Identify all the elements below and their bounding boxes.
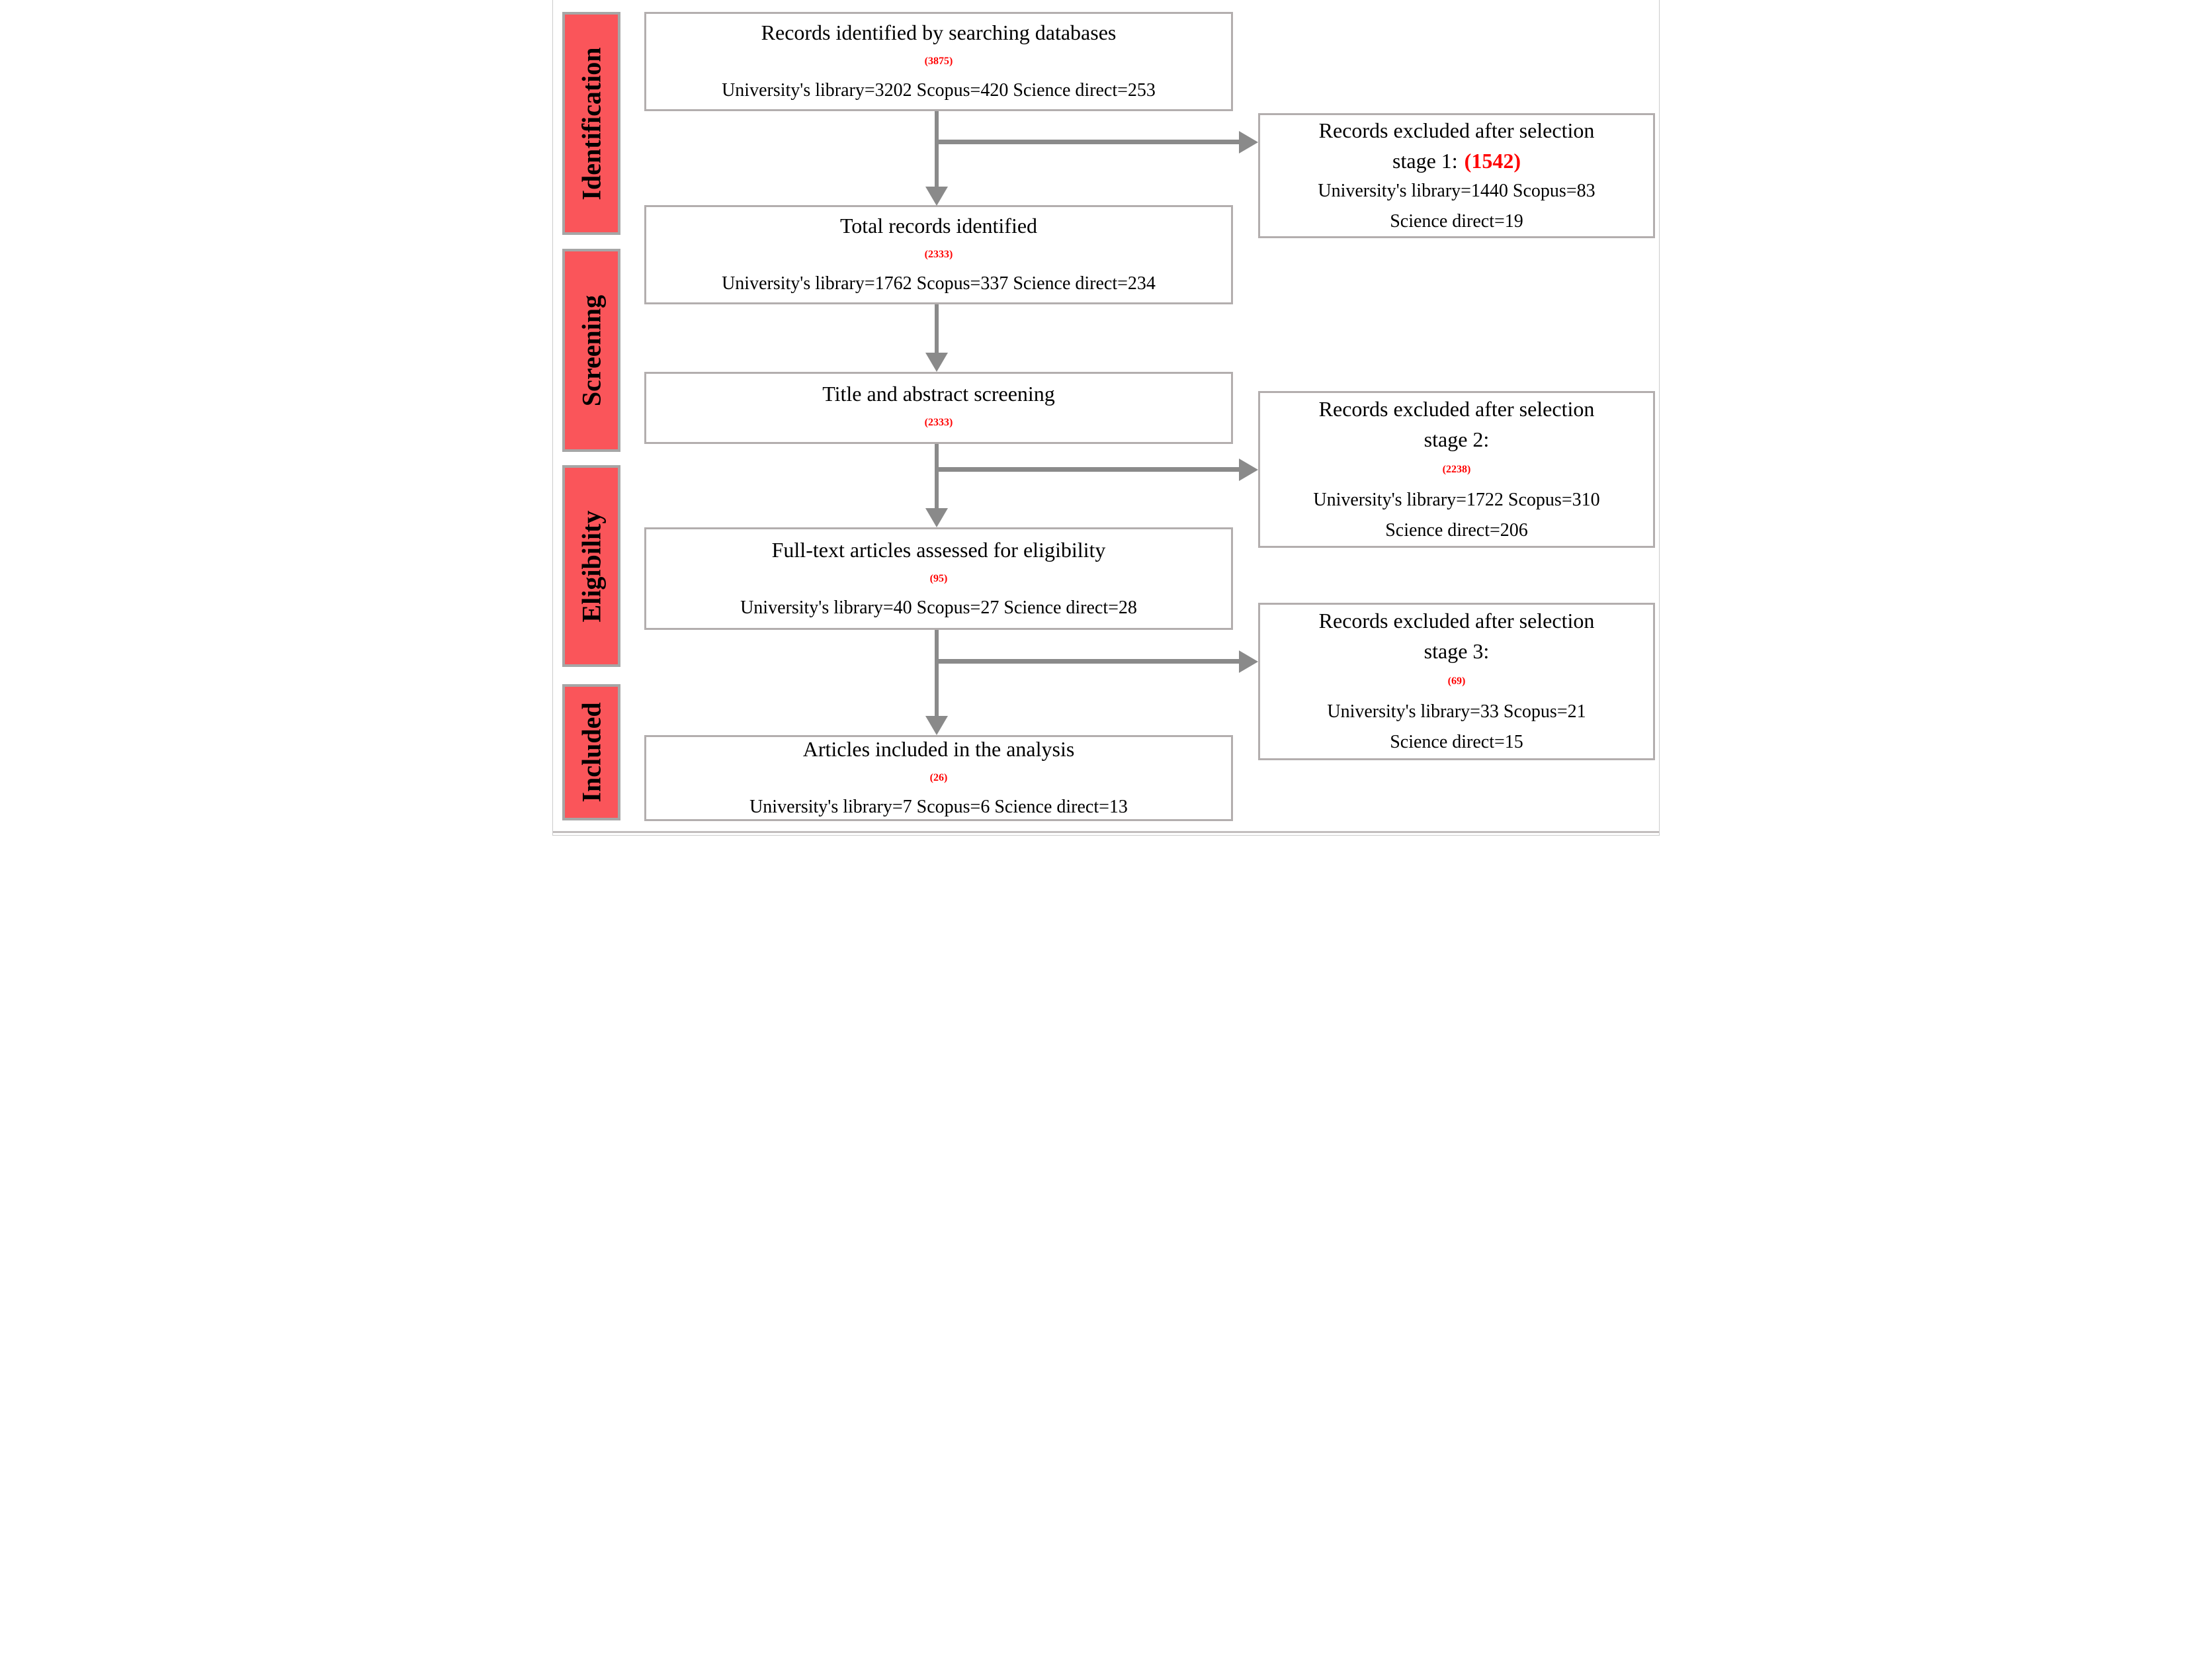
box-title-abstract-screening: Title and abstract screening (2333)	[644, 372, 1233, 444]
box-excluded-stage-2-stageline: stage 2:	[1424, 427, 1490, 451]
arrowhead-to-excluded-2	[1239, 459, 1258, 481]
arrow-line-to-excluded-3	[935, 659, 1240, 664]
prisma-flow-diagram: Identification Screening Eligibility Inc…	[552, 0, 1660, 836]
box-articles-included-count: (26)	[929, 772, 948, 783]
box-fulltext-assessed-count: (95)	[929, 572, 948, 584]
box-records-identified-title: Records identified by searching database…	[761, 21, 1117, 44]
box-excluded-stage-1-count: (1542)	[1464, 148, 1521, 173]
box-total-records-title: Total records identified	[839, 214, 1038, 238]
arrow-line-to-excluded-1	[935, 140, 1240, 144]
box-excluded-stage-3: Records excluded after selection stage 3…	[1258, 603, 1655, 760]
box-total-records-count: (2333)	[924, 249, 953, 260]
box-records-identified-count: (3875)	[924, 56, 953, 67]
box-fulltext-assessed-title: Full-text articles assessed for eligibil…	[771, 537, 1106, 562]
arrow-line-screening-to-fulltext	[935, 444, 939, 509]
box-excluded-stage-3-detail2: Science direct=15	[1390, 732, 1523, 752]
box-excluded-stage-1-detail1: University's library=1440 Scopus=83	[1318, 180, 1595, 201]
stage-label-included-text: Included	[576, 702, 607, 803]
box-excluded-stage-2-detail1: University's library=1722 Scopus=310	[1313, 489, 1600, 510]
arrowhead-to-excluded-3	[1239, 650, 1258, 673]
arrowhead-screening-to-fulltext	[925, 508, 948, 527]
arrow-line-to-excluded-2	[935, 467, 1240, 472]
box-excluded-stage-1-stageline: stage 1:(1542)	[1260, 146, 1653, 176]
box-excluded-stage-2-detail2: Science direct=206	[1385, 519, 1528, 541]
box-total-records-detail: University's library=1762 Scopus=337 Sci…	[722, 273, 1156, 294]
box-articles-included: Articles included in the analysis (26) U…	[644, 735, 1233, 821]
arrow-line-fulltext-to-included	[935, 630, 939, 717]
arrow-line-identified-to-total	[935, 111, 939, 187]
box-excluded-stage-1-stage: stage 1:	[1392, 148, 1458, 173]
arrowhead-identified-to-total	[925, 187, 948, 206]
box-excluded-stage-3-detail1: University's library=33 Scopus=21	[1327, 701, 1586, 722]
box-title-abstract-screening-count: (2333)	[924, 416, 953, 428]
stage-label-screening: Screening	[562, 249, 620, 452]
stage-label-eligibility: Eligibility	[562, 465, 620, 667]
stage-label-identification: Identification	[562, 12, 620, 235]
box-articles-included-title: Articles included in the analysis	[802, 737, 1075, 761]
box-excluded-stage-2-count: (2238)	[1442, 463, 1471, 475]
arrowhead-to-excluded-1	[1239, 131, 1258, 154]
box-excluded-stage-3-stageline: stage 3:	[1424, 639, 1490, 663]
box-excluded-stage-3-title: Records excluded after selection	[1318, 609, 1595, 633]
box-excluded-stage-3-count: (69)	[1447, 676, 1466, 687]
box-title-abstract-screening-title: Title and abstract screening	[822, 381, 1055, 406]
box-excluded-stage-1: Records excluded after selection stage 1…	[1258, 113, 1655, 238]
box-records-identified: Records identified by searching database…	[644, 12, 1233, 111]
stage-label-included: Included	[562, 684, 620, 820]
arrowhead-total-to-screening	[925, 353, 948, 372]
bottom-border-rule	[553, 831, 1659, 833]
box-excluded-stage-2-title: Records excluded after selection	[1318, 396, 1595, 421]
box-articles-included-detail: University's library=7 Scopus=6 Science …	[749, 797, 1128, 817]
stage-label-screening-text: Screening	[576, 294, 607, 406]
box-excluded-stage-1-title: Records excluded after selection	[1318, 118, 1595, 142]
box-records-identified-detail: University's library=3202 Scopus=420 Sci…	[722, 80, 1156, 101]
stage-label-identification-text: Identification	[576, 46, 607, 200]
stage-label-eligibility-text: Eligibility	[576, 510, 607, 622]
box-fulltext-assessed-detail: University's library=40 Scopus=27 Scienc…	[740, 597, 1137, 618]
arrowhead-fulltext-to-included	[925, 716, 948, 735]
box-excluded-stage-2: Records excluded after selection stage 2…	[1258, 391, 1655, 548]
box-total-records: Total records identified (2333) Universi…	[644, 205, 1233, 304]
box-fulltext-assessed: Full-text articles assessed for eligibil…	[644, 527, 1233, 630]
box-excluded-stage-1-detail2: Science direct=19	[1390, 210, 1523, 232]
arrow-line-total-to-screening	[935, 304, 939, 353]
